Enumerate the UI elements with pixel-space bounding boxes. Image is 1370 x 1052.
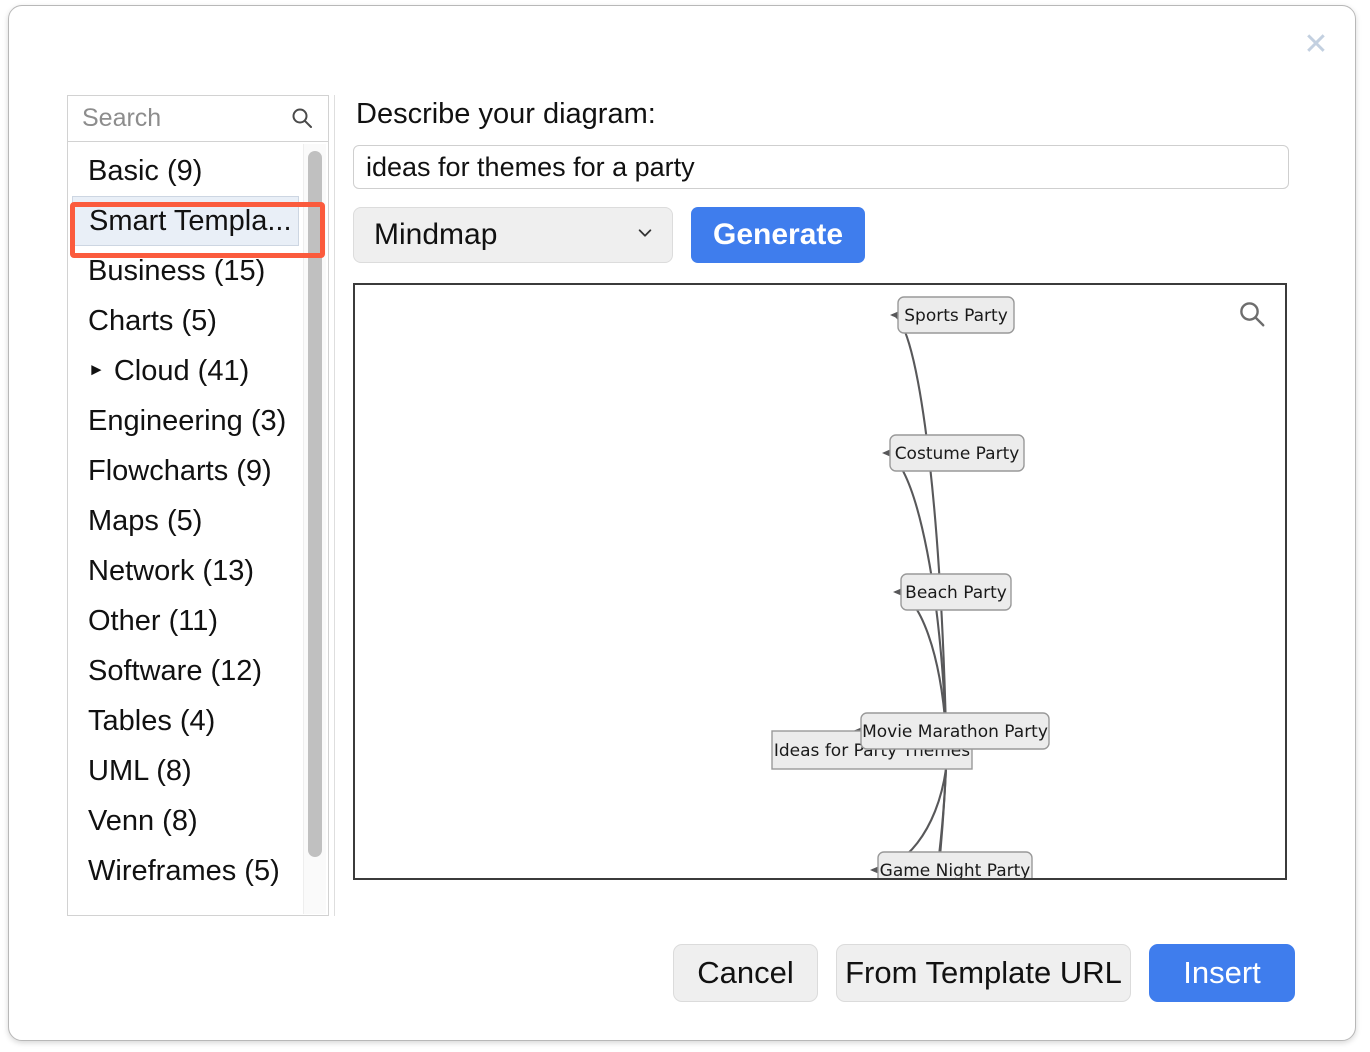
sidebar-item-label: Maps (5) <box>88 504 203 537</box>
chevron-down-icon <box>636 224 654 242</box>
node-game[interactable]: Game Night Party <box>877 851 1033 878</box>
diagram-type-value: Mindmap <box>374 218 498 251</box>
sidebar-item-cloud-41[interactable]: ► Cloud (41) <box>68 346 303 396</box>
sidebar-item-label: Basic (9) <box>88 154 203 187</box>
sidebar-item-label: Wireframes (5) <box>88 854 280 887</box>
node-movie[interactable]: Movie Marathon Party <box>860 712 1050 750</box>
panel-divider <box>334 95 335 916</box>
node-label: Movie Marathon Party <box>862 722 1048 742</box>
node-box <box>897 296 1015 334</box>
generate-button[interactable]: Generate <box>691 207 866 263</box>
generate-controls: Mindmap Generate <box>353 207 1289 263</box>
category-list-container: Basic (9) Smart Templa... Business (15) Cha… <box>67 142 329 916</box>
sidebar-item-maps-5[interactable]: Maps (5) <box>68 496 303 546</box>
node-label: Beach Party <box>905 583 1007 603</box>
cancel-button[interactable]: Cancel <box>673 944 818 1002</box>
node-costume[interactable]: Costume Party <box>889 434 1025 472</box>
sidebar-item-label: Engineering (3) <box>88 404 287 437</box>
node-box <box>860 712 1050 750</box>
sidebar-item-label: Cloud (41) <box>113 354 250 387</box>
sidebar-item-label: Business (15) <box>88 254 266 287</box>
close-icon[interactable]: ✕ <box>1303 27 1329 62</box>
sidebar-item-label: Tables (4) <box>88 704 216 737</box>
sidebar-item-charts-5[interactable]: Charts (5) <box>68 296 303 346</box>
sidebar-item-label: Software (12) <box>88 654 263 687</box>
sidebar-item-business-15[interactable]: Business (15) <box>68 246 303 296</box>
edge-root-to-beach <box>892 585 948 732</box>
sidebar-item-tables-4[interactable]: Tables (4) <box>68 696 303 746</box>
sidebar-item-flowcharts-9[interactable]: Flowcharts (9) <box>68 446 303 496</box>
diagram-type-select[interactable]: Mindmap <box>353 207 673 263</box>
sidebar-item-label: Other (11) <box>88 604 219 637</box>
search-bar[interactable] <box>67 95 329 142</box>
search-input[interactable] <box>68 104 277 133</box>
sidebar-item-venn-8[interactable]: Venn (8) <box>68 796 303 846</box>
node-sports[interactable]: Sports Party <box>897 296 1015 334</box>
category-sidebar: Basic (9) Smart Templa... Business (15) Cha… <box>67 95 329 916</box>
main-panel: Describe your diagram: Mindmap Generate <box>353 98 1289 880</box>
zoom-search-icon[interactable] <box>1237 299 1267 329</box>
sidebar-item-label: Smart Templa... <box>89 204 292 237</box>
sidebar-item-label: Network (13) <box>88 554 254 587</box>
sidebar-item-label: Flowcharts (9) <box>88 454 272 487</box>
diagram-description-input[interactable] <box>353 145 1289 189</box>
sidebar-item-basic-9[interactable]: Basic (9) <box>68 146 303 196</box>
search-icon <box>290 106 314 130</box>
node-beach[interactable]: Beach Party <box>900 573 1012 611</box>
from-template-url-button[interactable]: From Template URL <box>836 944 1131 1002</box>
sidebar-item-other-11[interactable]: Other (11) <box>68 596 303 646</box>
sidebar-item-uml-8[interactable]: UML (8) <box>68 746 303 796</box>
sidebar-item-smart-templa[interactable]: Smart Templa... <box>72 196 299 246</box>
node-box <box>900 573 1012 611</box>
node-label: Game Night Party <box>880 861 1031 878</box>
dialog-footer: Cancel From Template URL Insert <box>9 944 1357 1002</box>
sidebar-item-network-13[interactable]: Network (13) <box>68 546 303 596</box>
insert-button[interactable]: Insert <box>1149 944 1295 1002</box>
sidebar-item-label: Charts (5) <box>88 304 217 337</box>
sidebar-item-engineering-3[interactable]: Engineering (3) <box>68 396 303 446</box>
node-label: Sports Party <box>904 306 1008 326</box>
sidebar-item-software-12[interactable]: Software (12) <box>68 646 303 696</box>
template-dialog: ✕ Basic (9) Smart Templa... Business (15) C… <box>8 5 1356 1041</box>
sidebar-item-label: Venn (8) <box>88 804 198 837</box>
sidebar-item-label: UML (8) <box>88 754 192 787</box>
sidebar-scrollbar-thumb[interactable] <box>308 151 322 857</box>
node-label: Costume Party <box>895 444 1020 464</box>
sidebar-scrollbar-track[interactable] <box>303 144 326 914</box>
node-box <box>877 851 1033 878</box>
category-list: Basic (9) Smart Templa... Business (15) Cha… <box>68 142 303 896</box>
sidebar-item-wireframes-5[interactable]: Wireframes (5) <box>68 846 303 896</box>
node-box <box>889 434 1025 472</box>
describe-label: Describe your diagram: <box>356 98 656 130</box>
expand-arrow-icon[interactable]: ► <box>88 360 105 379</box>
